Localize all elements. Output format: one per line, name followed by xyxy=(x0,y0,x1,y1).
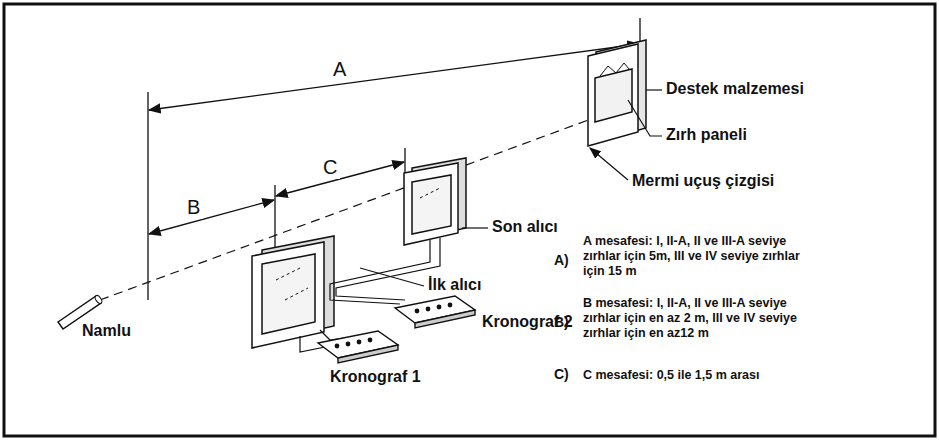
dimension-ticks xyxy=(148,18,640,300)
part-label: İlk alıcı xyxy=(428,276,481,294)
part-label: Destek malzemesi xyxy=(666,80,804,98)
distance-note: A mesafesi: I, II-A, II ve III-A seviye … xyxy=(583,234,811,279)
button-dot xyxy=(335,344,340,349)
button-dot xyxy=(426,307,431,312)
chronograph xyxy=(318,296,475,363)
last-receiver xyxy=(404,158,466,245)
part-label: B) xyxy=(554,314,569,330)
armor-target xyxy=(588,40,646,146)
button-dot xyxy=(357,340,362,345)
part-label: Son alıcı xyxy=(492,218,558,236)
button-dot xyxy=(448,303,453,308)
chronograph-buttons xyxy=(335,303,453,349)
dimension-lines xyxy=(149,44,639,234)
part-label: Mermi uçuş çizgisi xyxy=(632,172,774,190)
distance-note: B mesafesi: I, II-A, II ve III-A seviye … xyxy=(583,296,811,341)
button-dot xyxy=(437,305,442,310)
distance-note: C mesafesi: 0,5 ile 1,5 m arası xyxy=(583,368,811,383)
part-label: C) xyxy=(554,366,569,382)
flight-line xyxy=(100,112,610,300)
part-label: A) xyxy=(554,252,569,268)
button-dot xyxy=(368,338,373,343)
part-label: Kronograf 1 xyxy=(330,368,421,386)
frame-border xyxy=(4,4,935,436)
button-dot xyxy=(415,309,420,314)
part-label: Zırh paneli xyxy=(666,126,747,144)
dimension-label: A xyxy=(330,58,349,81)
dimension-label: B xyxy=(184,196,203,219)
part-label: Namlu xyxy=(82,322,131,340)
button-dot xyxy=(346,342,351,347)
dimension-label: C xyxy=(320,156,340,179)
